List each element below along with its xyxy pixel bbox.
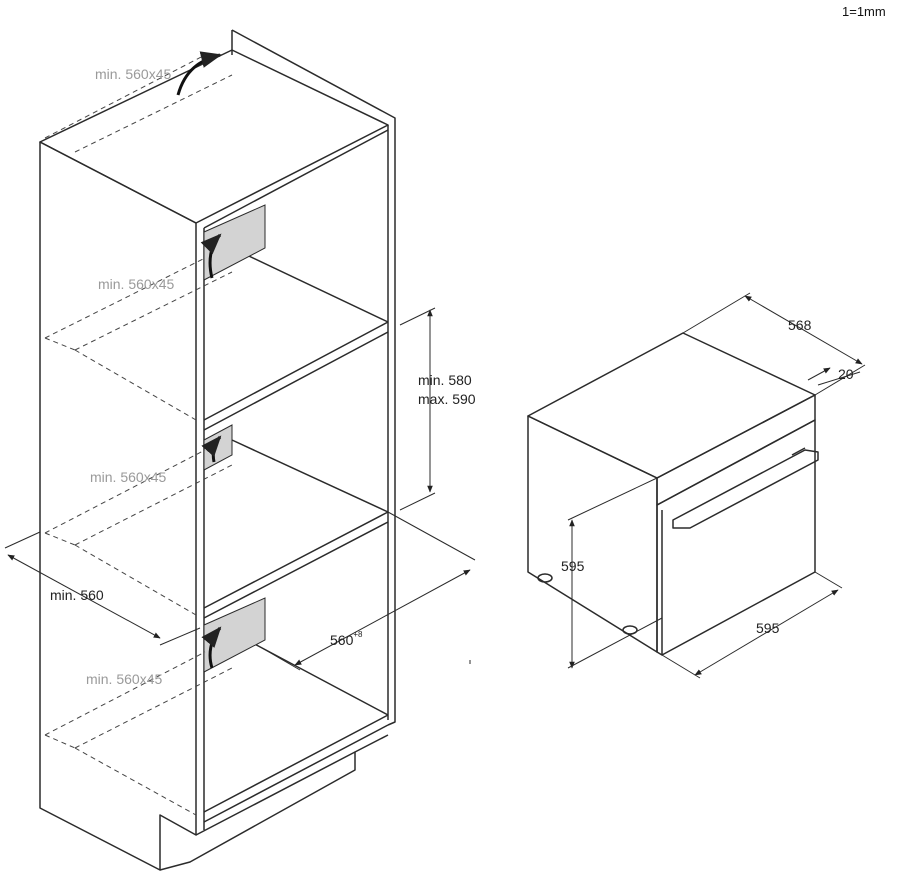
vent-label-upper: min. 560x45: [98, 276, 175, 292]
airflow-arrows: [176, 51, 223, 669]
cabinet-top-panel: [39, 49, 389, 224]
vent-label-lower: min. 560x45: [86, 671, 163, 687]
shelf-1: [203, 247, 389, 431]
airflow-arrow-middle: [201, 435, 222, 463]
oven-width-dimension: [694, 589, 839, 676]
niche-depth-dimension: [294, 569, 471, 666]
niche-width-dimension: [7, 554, 161, 639]
airflow-arrow-top: [176, 51, 223, 96]
tall-cabinet: [39, 29, 396, 871]
oven-panel-depth-label: 20: [838, 366, 854, 382]
scale-label: 1=1mm: [842, 4, 886, 19]
shelf-2: [203, 439, 389, 619]
cabinet-left-side: [39, 141, 197, 871]
niche-depth-label: 560+8: [330, 630, 363, 648]
oven-control-panel: [656, 394, 816, 506]
vent-opening-upper: [203, 204, 266, 281]
oven-height-label: 595: [561, 558, 585, 574]
oven-top: [527, 332, 816, 479]
vent-label-middle: min. 560x45: [90, 469, 167, 485]
cabinet-dimensions: [4, 307, 476, 671]
cabinet-back-right-panel: [231, 29, 396, 726]
niche-height-max-label: max. 590: [418, 391, 476, 407]
airflow-arrow-lower: [201, 626, 222, 669]
vent-opening-middle: [203, 424, 233, 471]
oven-width-label: 595: [756, 620, 780, 636]
shelf-bottom: [203, 631, 389, 823]
vent-dashed-outlines: [44, 54, 233, 816]
niche-depth-tolerance: +8: [353, 630, 363, 639]
vent-label-top: min. 560x45: [95, 66, 172, 82]
niche-width-min-label: min. 560: [50, 587, 104, 603]
oven-door-handle: [672, 449, 819, 529]
oven-depth-dimension: [744, 295, 863, 365]
vent-opening-lower: [203, 597, 266, 673]
cabinet-plinth: [159, 751, 356, 871]
oven-panel-depth-dimension: [817, 371, 861, 386]
niche-height-min-label: min. 580: [418, 372, 472, 388]
oven-side: [527, 415, 658, 653]
oven-dimensions: [567, 292, 866, 679]
oven-door: [656, 419, 816, 656]
airflow-arrow-upper: [200, 233, 222, 279]
oven-depth-label: 568: [788, 317, 812, 333]
